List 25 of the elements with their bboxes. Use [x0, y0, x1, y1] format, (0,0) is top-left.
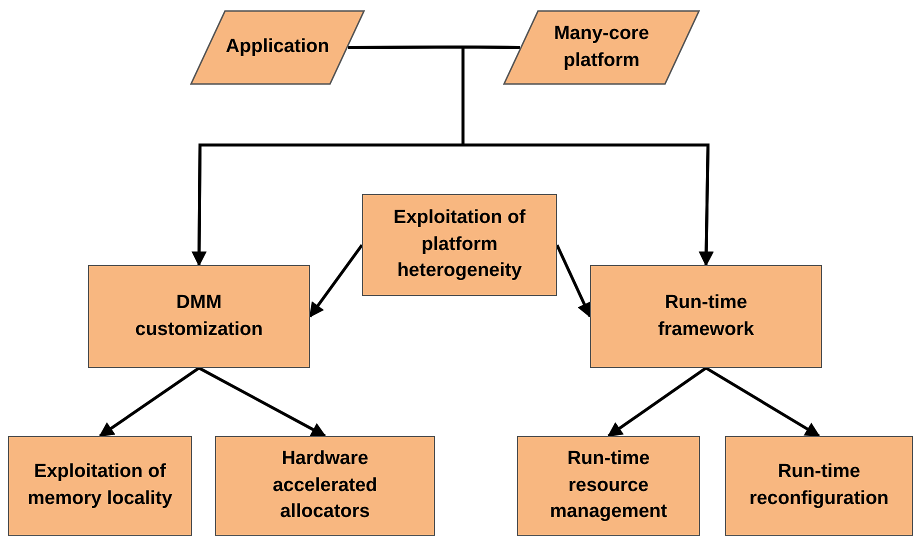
process-box	[88, 265, 310, 368]
arrow	[198, 366, 326, 438]
node-label: Many-core platform	[552, 22, 650, 72]
node-label: Run-time framework	[656, 290, 756, 342]
node-label: Run-time resource management	[548, 447, 668, 524]
input-parallelogram	[190, 10, 365, 85]
node-label: Hardware accelerated allocators	[272, 447, 378, 524]
node-label: Exploitation of platform heterogeneity	[392, 206, 526, 284]
arrow	[308, 244, 364, 318]
node-label: DMM customization	[134, 290, 264, 342]
input-parallelogram	[503, 10, 700, 85]
arrow	[462, 45, 714, 266]
arrow	[607, 366, 707, 438]
process-box	[8, 436, 192, 536]
process-box	[517, 436, 700, 536]
process-box	[725, 436, 913, 536]
process-box	[362, 194, 557, 296]
arrow	[705, 366, 820, 438]
node-label: Application	[224, 35, 330, 60]
process-box	[215, 436, 435, 536]
node-label: Exploitation of memory locality	[26, 460, 174, 511]
node-label: Run-time reconfiguration	[748, 460, 890, 511]
arrow	[556, 244, 592, 318]
arrow	[98, 366, 200, 438]
process-box	[590, 265, 822, 368]
